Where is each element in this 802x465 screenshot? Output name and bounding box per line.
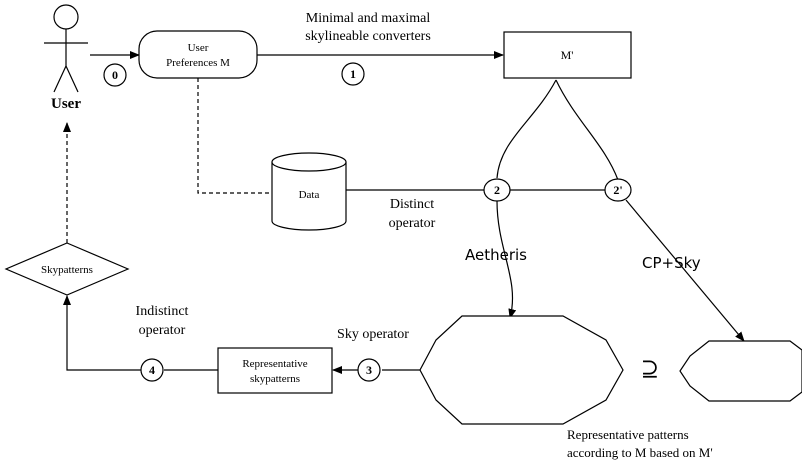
step-1-marker: 1: [341, 62, 365, 86]
user-preferences-label-line2: Preferences M: [166, 57, 230, 69]
aetheris-label: Aetheris: [465, 246, 527, 264]
indistinct-label-line1: Indistinct: [136, 304, 189, 319]
sky-operator-label: Sky operator: [337, 327, 409, 342]
representative-skypatterns-node: [217, 347, 333, 394]
dashed-link-preferences-to-data: [197, 78, 272, 194]
step-4-marker: 4: [140, 358, 164, 382]
step-1-label: 1: [350, 67, 356, 81]
user-preferences-node: [138, 30, 258, 79]
step-2-marker: 2: [483, 178, 511, 202]
representative-patterns-caption-line2: according to M based on M': [567, 445, 713, 460]
step-2prime-label: 2': [613, 183, 622, 197]
distinct-label-line2: operator: [389, 216, 436, 231]
skypatterns-node: [4, 242, 130, 296]
converters-label-line2: skylineable converters: [305, 29, 431, 44]
step-2-label: 2: [494, 183, 500, 197]
arrow-aetheris: [496, 200, 517, 319]
step-0-marker: 0: [103, 63, 127, 87]
step-2prime-marker: 2': [604, 178, 632, 202]
step-4-label: 4: [149, 363, 155, 377]
user-actor-icon: [44, 4, 88, 93]
representative-patterns-caption-line1: Representative patterns: [567, 427, 689, 442]
arrow-cpsky: [625, 199, 745, 342]
m-prime-node: [503, 31, 632, 79]
data-label: Data: [299, 189, 320, 201]
step-3-label: 3: [366, 363, 372, 377]
arrow-step4-to-skypatterns: [63, 295, 141, 371]
data-database-icon: [271, 152, 347, 231]
cpsky-label: CP+Sky: [642, 254, 701, 272]
step-3-marker: 3: [357, 358, 381, 382]
representative-skypatterns-label-line1: Representative: [242, 358, 307, 370]
representative-patterns-aetheris-node: [419, 315, 624, 425]
m-prime-label: M': [561, 48, 574, 62]
link-mprime-to-step2prime: [555, 79, 619, 181]
distinct-label-line1: Distinct: [390, 197, 434, 212]
indistinct-label-line2: operator: [139, 323, 186, 338]
representative-skypatterns-label-line2: skypatterns: [250, 373, 300, 385]
step-0-label: 0: [112, 68, 118, 82]
representative-patterns-cpsky-node: [679, 340, 802, 402]
converters-label-line1: Minimal and maximal: [306, 11, 431, 26]
link-mprime-to-step2: [496, 79, 557, 179]
skypatterns-label: Skypatterns: [41, 264, 93, 276]
user-label: User: [51, 96, 81, 112]
user-preferences-label-line1: User: [188, 42, 209, 54]
superset-symbol: ⊇: [641, 356, 659, 381]
